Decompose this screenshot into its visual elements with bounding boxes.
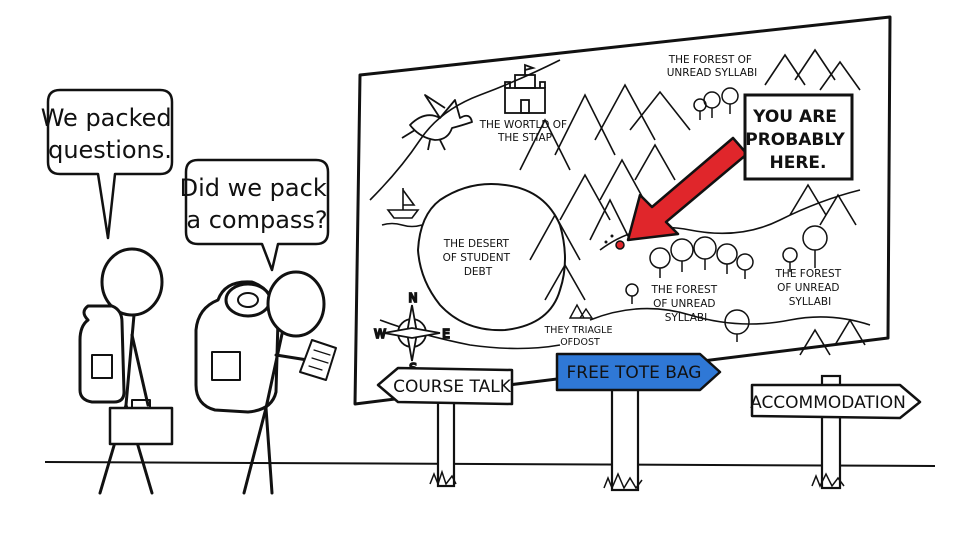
compass-n: N (409, 291, 418, 305)
you-are-here-box (743, 93, 854, 181)
ground-line (44, 461, 936, 467)
sign-course-talk-label: COURSE TALK (393, 377, 512, 397)
label-castle: THE WORTLD OF THE STIAP (479, 119, 571, 144)
grass-tuft (603, 472, 643, 490)
mountain-icon (519, 83, 691, 301)
label-forest-top: THE FOREST OF UNREAD SYLLABI (667, 54, 758, 79)
map-river (589, 307, 871, 326)
you-are-here-arrow (626, 136, 749, 242)
tree-icon (625, 236, 754, 342)
speech-bubble-left: We packed questions. (41, 88, 180, 240)
compass-e: E (442, 327, 450, 341)
signpost-accommodation: ACCOMMODATION (750, 374, 922, 490)
castle-icon (504, 63, 546, 114)
compass-w: W (374, 327, 386, 341)
label-forest-right: THE FOREST OF UNREAD SYLLABI (775, 268, 845, 308)
terrain-dot (610, 234, 614, 238)
treasure-map: N S E W THE WORTLD OF THE STIAP THE FORE… (353, 15, 892, 406)
boat-icon (381, 188, 423, 228)
desert-region (416, 183, 566, 332)
sign-accommodation-label: ACCOMMODATION (750, 393, 906, 413)
speech-bubble-right-text: Did we pack a compass? (180, 174, 335, 234)
grass-tuft (811, 472, 845, 488)
stick-figure-right (194, 270, 337, 495)
stick-figure-left (78, 247, 174, 495)
compass-rose-icon: N S E W (373, 290, 451, 376)
tree-icon (782, 225, 828, 272)
label-desert: THE DESERT OF STUDENT DEBT (443, 238, 514, 278)
terrain-dot (604, 240, 608, 244)
briefcase-icon (108, 406, 174, 446)
speech-bubble-left-text: We packed questions. (41, 104, 180, 164)
map-river (369, 59, 561, 201)
signpost-course-talk: COURSE TALK (376, 366, 514, 488)
dragon-icon (401, 94, 473, 151)
signpost-free-tote-bag: FREE TOTE BAG (555, 352, 722, 492)
you-are-here-dot (615, 240, 625, 250)
tangle-icon (568, 303, 594, 319)
speech-bubble-right: Did we pack a compass? (180, 158, 335, 272)
mountain-icon (764, 48, 866, 356)
label-tangle: THEY TRIAGLE OFDOST (544, 325, 616, 348)
tree-icon (693, 87, 739, 120)
grass-tuft (429, 469, 457, 487)
stick-figure-right-head (266, 270, 326, 338)
label-forest-middle: THE FOREST OF UNREAD SYLLABI (651, 284, 721, 324)
you-are-here-label: YOU ARE PROBABLY HERE. (745, 107, 851, 173)
sign-free-tote-bag-label: FREE TOTE BAG (567, 363, 702, 383)
stick-figure-left-head (100, 247, 164, 317)
bedroll-icon (224, 282, 272, 318)
